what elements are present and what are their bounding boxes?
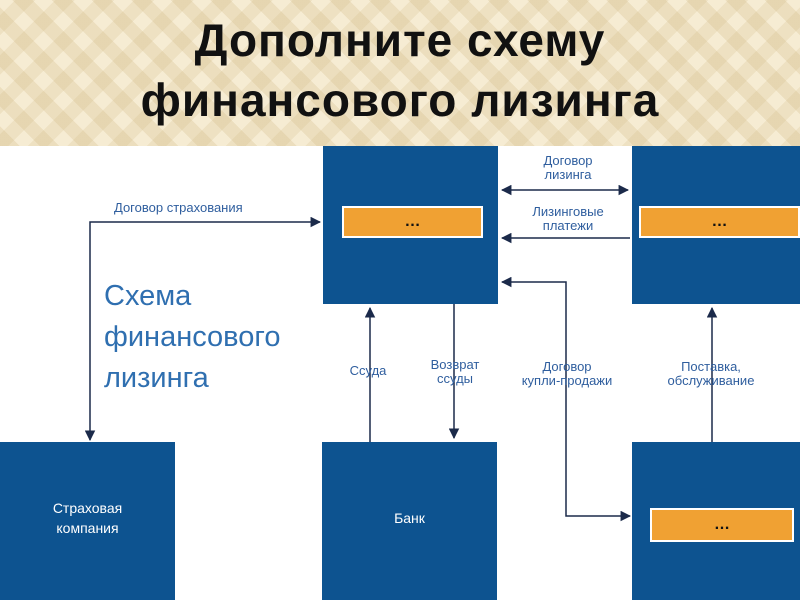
bank-label: Банк (394, 510, 425, 526)
slide-title-line-2: финансового лизинга (140, 74, 660, 126)
loan-label: Ссуда (349, 363, 387, 378)
loan-return-label: Возврат ссуды (430, 357, 480, 386)
lessor-placeholder-slot[interactable]: … (342, 206, 483, 238)
insurance-contract-arrow (84, 216, 322, 442)
leasing-contract-label: Договор лизинга (543, 153, 593, 182)
supply-service-label: Поставка, обслуживание (667, 359, 755, 388)
slide-title-line-1: Дополните схему (194, 14, 606, 66)
lessor-box: … (323, 146, 498, 304)
lessee-placeholder-slot[interactable]: … (639, 206, 800, 238)
leasing-payments-label: Лизинговые платежи (532, 204, 604, 233)
insurance-company-box: Страховая компания (0, 442, 175, 600)
sale-contract-arrow (500, 276, 632, 522)
insurance-company-label: Страховая компания (52, 500, 123, 536)
supplier-placeholder-slot[interactable]: … (650, 508, 794, 542)
bank-box: Банк (322, 442, 497, 600)
supplier-box: … (632, 442, 800, 600)
sale-contract-label: Договор купли-продажи (521, 359, 613, 388)
side-caption: Схема финансового лизинга (104, 280, 281, 394)
lessee-box: … (632, 146, 800, 304)
slide-title: Дополните схему финансового лизинга (0, 10, 800, 130)
slide-header: Дополните схему финансового лизинга (0, 0, 800, 146)
insurance-contract-label: Договор страхования (114, 200, 243, 215)
